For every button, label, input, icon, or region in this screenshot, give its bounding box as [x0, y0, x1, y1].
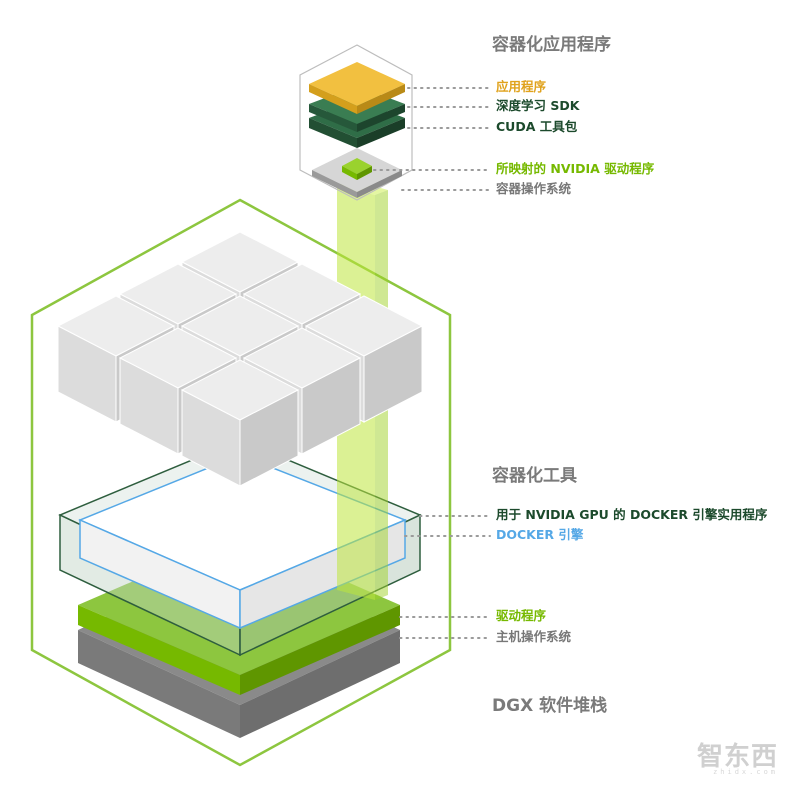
label-application: 应用程序	[496, 79, 547, 94]
label-dl-sdk: 深度学习 SDK	[496, 98, 580, 113]
stack-title: DGX 软件堆栈	[492, 696, 608, 716]
leader-lines	[373, 87, 491, 639]
container-cubes	[56, 231, 424, 487]
container-tools-heading: 容器化工具	[492, 466, 577, 486]
watermark-sub: zhidx.com	[713, 768, 778, 776]
label-cuda-toolkit: CUDA 工具包	[496, 119, 578, 134]
dgx-hexagon-outline	[30, 198, 452, 767]
label-driver: 驱动程序	[496, 608, 547, 623]
label-mapped-driver: 所映射的 NVIDIA 驱动程序	[496, 161, 655, 176]
label-docker-utility: 用于 NVIDIA GPU 的 DOCKER 引擎实用程序	[496, 507, 768, 522]
application-layer	[309, 62, 405, 114]
label-host-os: 主机操作系统	[496, 629, 572, 644]
container-apps-heading: 容器化应用程序	[492, 35, 611, 55]
label-container-os: 容器操作系统	[496, 181, 572, 196]
label-docker-engine: DOCKER 引擎	[496, 527, 584, 542]
mapped-driver-chip	[342, 158, 372, 180]
watermark-logo: 智东西	[696, 742, 778, 772]
container-cube	[180, 359, 300, 487]
container-app-hexagon-outline	[299, 44, 413, 201]
